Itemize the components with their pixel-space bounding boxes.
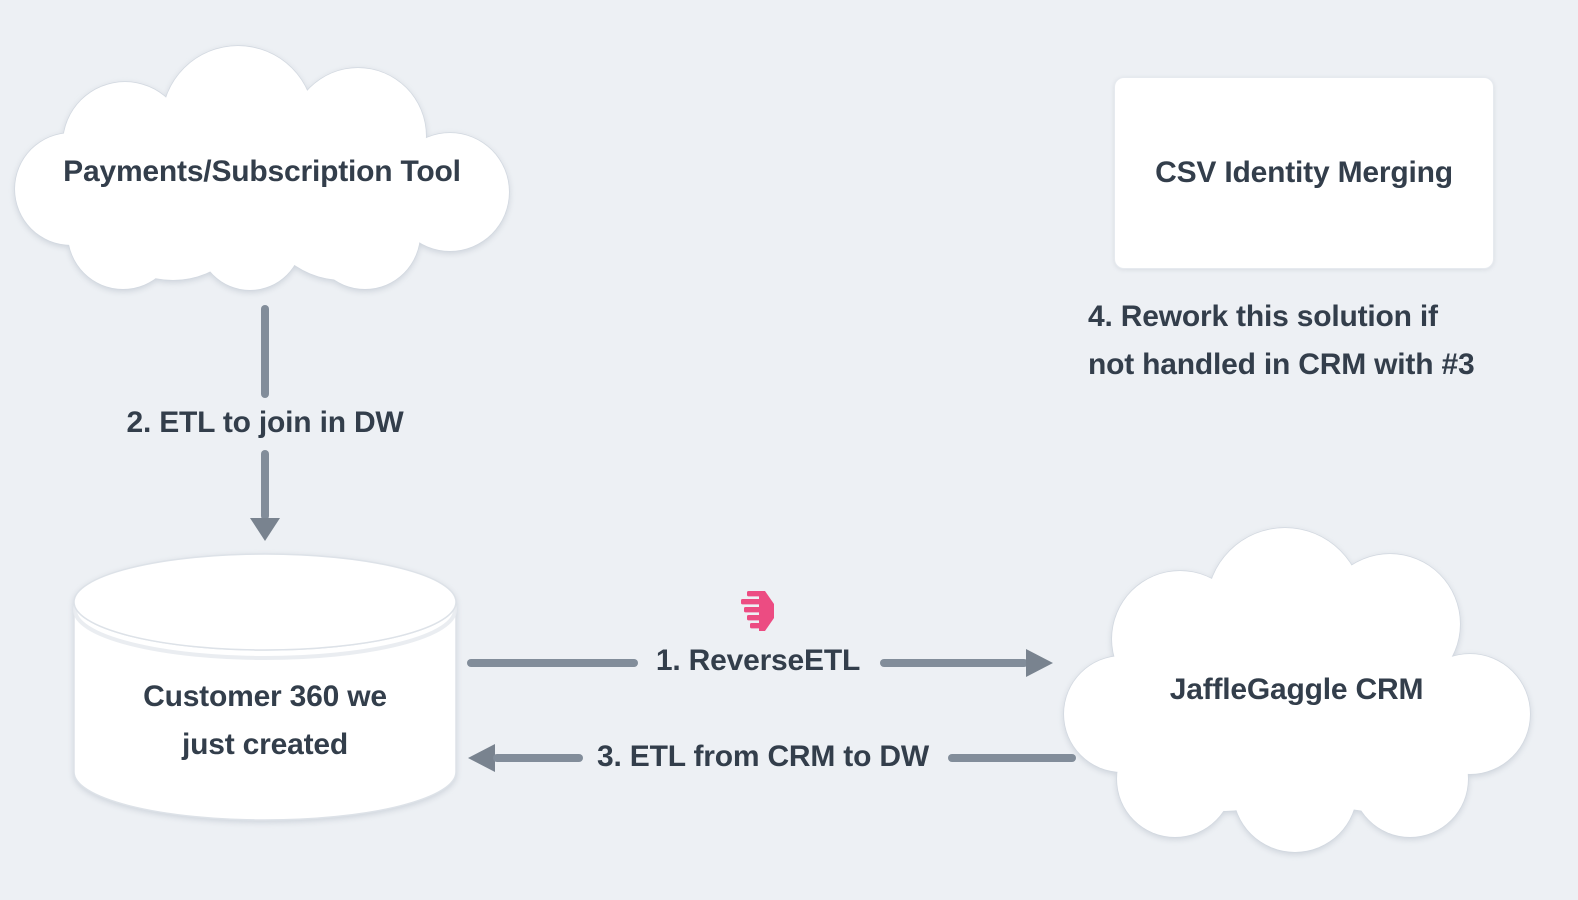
edge1-shaft-right: [880, 659, 1028, 667]
hightouch-logo-icon: [740, 589, 776, 633]
edge1-label: 1. ReverseETL: [655, 644, 861, 677]
cloud-shape: [1063, 527, 1531, 853]
edge2-arrowhead-down-icon: [250, 518, 280, 541]
cylinder-shape: [73, 553, 457, 821]
node-csv-identity-merging: CSV Identity Merging: [1114, 77, 1494, 269]
note-rework: 4. Rework this solution if not handled i…: [1088, 293, 1475, 389]
edge1-arrowhead-right-icon: [1026, 649, 1053, 677]
node-customer360-cylinder: Customer 360 we just created: [72, 550, 458, 822]
edge2-label: 2. ETL to join in DW: [126, 406, 404, 439]
note-rework-line2: not handled in CRM with #3: [1088, 348, 1475, 381]
node-payments-cloud: Payments/Subscription Tool: [13, 42, 511, 292]
edge2-shaft-upper: [261, 305, 269, 398]
edge1-shaft-left: [467, 659, 638, 667]
note-rework-line1: 4. Rework this solution if: [1088, 300, 1438, 333]
cloud-shape: [14, 45, 510, 291]
edge3-label: 3. ETL from CRM to DW: [597, 740, 929, 773]
edge3-shaft-left: [493, 754, 583, 762]
edge3-shaft-right: [948, 754, 1076, 762]
edge2-shaft-lower: [261, 450, 269, 520]
node-crm-cloud: JaffleGaggle CRM: [1060, 522, 1533, 857]
edge3-arrowhead-left-icon: [468, 744, 495, 772]
csv-box-label: CSV Identity Merging: [1155, 156, 1453, 189]
